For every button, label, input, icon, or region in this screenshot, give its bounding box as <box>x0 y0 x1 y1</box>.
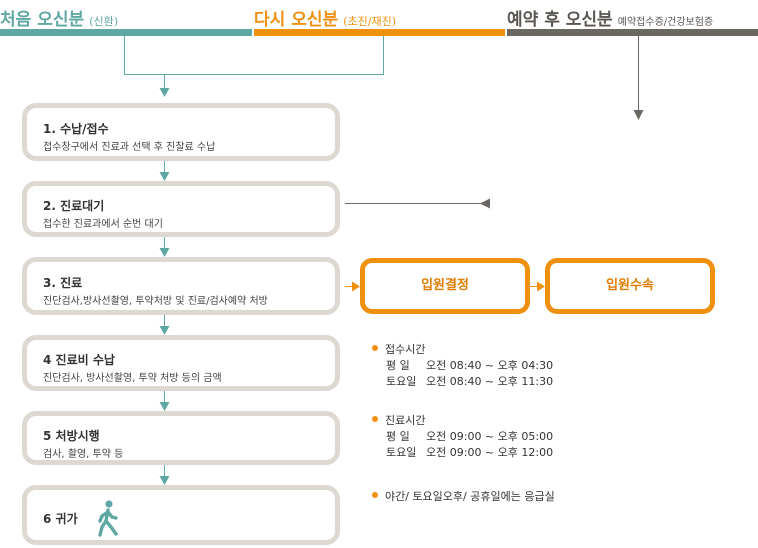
weekday-hours: 오전 08:40 ~ 오후 04:30 <box>426 359 554 372</box>
bullet-dot <box>372 345 378 351</box>
walking-person-icon <box>98 500 118 537</box>
step-1-payment-reception: 1. 수납/접수 접수창구에서 진료과 선택 후 진찰료 수납 <box>22 103 340 161</box>
step-5-prescription: 5 처방시행 검사, 촬영, 투약 등 <box>22 411 340 465</box>
step-4-fee-payment: 4 진료비 수납 진단검사, 방사선촬영, 투약 처방 등의 금액 <box>22 335 340 391</box>
header-return-visit: 다시 오신분 (초진/재진) <box>254 0 505 36</box>
reserved-down-arrow <box>633 110 644 120</box>
admission-procedure-box: 입원수속 <box>545 258 715 314</box>
arrow-into-step5 <box>159 402 170 411</box>
step-description: 진단검사,방사선촬영, 투약처방 및 진료/검사예약 처방 <box>43 296 268 307</box>
step-title: 2. 진료대기 <box>43 199 105 213</box>
reserved-visit-title: 예약 후 오신분 예약접수증/건강보험증 <box>507 10 714 30</box>
step-title: 4 진료비 수납 <box>43 353 115 367</box>
bullet-dot <box>372 416 378 422</box>
clinic-hours-label: 진료시간 <box>385 414 426 427</box>
step-description: 접수창구에서 진료과 선택 후 진찰료 수납 <box>43 142 216 153</box>
first-visit-connector <box>124 36 165 88</box>
clinic-hours: 진료시간 평 일 오전 09:00 ~ 오후 05:00 토요일 오전 09:00 … <box>372 412 553 460</box>
arrow-into-step2 <box>159 172 170 181</box>
first-visit-bar <box>0 29 252 36</box>
reserved-visit-bar <box>507 29 758 36</box>
step-title: 6 귀가 <box>43 512 78 526</box>
header-first-visit: 처음 오신분 (신환) <box>0 0 252 36</box>
step-3-consultation: 3. 진료 진단검사,방사선촬영, 투약처방 및 진료/검사예약 처방 <box>22 257 340 315</box>
bullet-dot <box>372 492 378 498</box>
step-title: 5 처방시행 <box>43 429 100 443</box>
step-2-waiting: 2. 진료대기 접수한 진료과에서 순번 대기 <box>22 181 340 237</box>
emergency-note-text: 야간/ 토요일오후/ 공휴일에는 응급실 <box>385 490 555 503</box>
weekday-hours: 오전 09:00 ~ 오후 05:00 <box>426 430 554 443</box>
weekday-label: 평 일 <box>386 359 410 372</box>
reception-hours: 접수시간 평 일 오전 08:40 ~ 오후 04:30 토요일 오전 08:40 … <box>372 341 553 389</box>
arrow-into-decision <box>352 281 360 292</box>
saturday-label: 토요일 <box>386 446 417 459</box>
saturday-hours: 오전 09:00 ~ 오후 12:00 <box>426 446 554 459</box>
saturday-hours: 오전 08:40 ~ 오후 11:30 <box>426 375 554 388</box>
return-visit-bar <box>254 29 505 36</box>
arrow-into-procedure <box>537 281 545 292</box>
step-description: 검사, 촬영, 투약 등 <box>43 449 124 460</box>
arrow-into-step3 <box>159 248 170 257</box>
step-title: 1. 수납/접수 <box>43 122 109 136</box>
reception-hours-label: 접수시간 <box>385 343 426 356</box>
step-title: 3. 진료 <box>43 276 83 290</box>
arrow-into-step4 <box>159 326 170 335</box>
reserved-left-arrow <box>480 198 490 209</box>
saturday-label: 토요일 <box>386 375 417 388</box>
step-description: 진단검사, 방사선촬영, 투약 처방 등의 금액 <box>43 373 222 384</box>
return-visit-connector <box>164 36 384 75</box>
arrow-into-step6 <box>159 476 170 485</box>
step-6-going-home: 6 귀가 <box>22 485 340 545</box>
weekday-label: 평 일 <box>386 430 410 443</box>
return-visit-title: 다시 오신분 (초진/재진) <box>254 10 396 30</box>
admission-decision-box: 입원결정 <box>360 258 530 314</box>
header-reserved-visit: 예약 후 오신분 예약접수증/건강보험증 <box>507 0 758 36</box>
admission-procedure-label: 입원수속 <box>606 278 654 293</box>
emergency-note: 야간/ 토요일오후/ 공휴일에는 응급실 <box>372 488 555 504</box>
first-visit-title: 처음 오신분 (신환) <box>0 10 119 30</box>
arrow-into-step1 <box>159 88 170 97</box>
admission-decision-label: 입원결정 <box>421 278 469 293</box>
step-description: 접수한 진료과에서 순번 대기 <box>43 219 163 230</box>
